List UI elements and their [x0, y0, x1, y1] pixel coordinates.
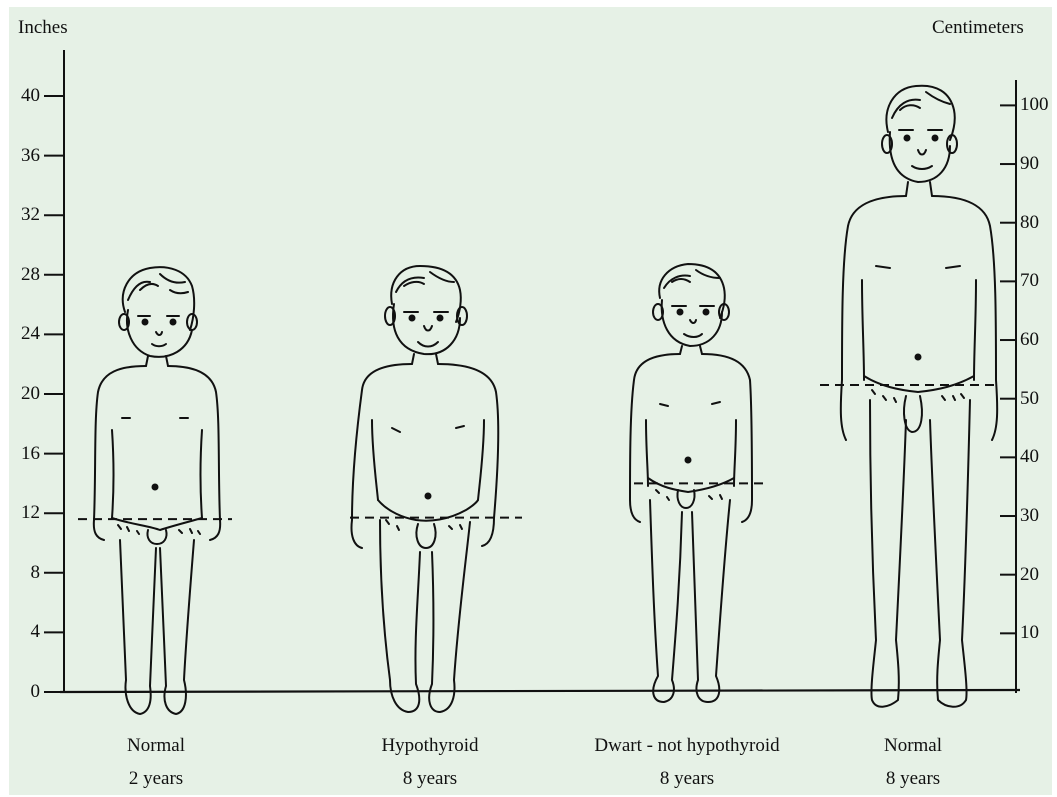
right-tick-label: 20	[1020, 564, 1039, 586]
caption-4-name: Normal	[783, 735, 1043, 757]
caption-2-name: Hypothyroid	[300, 735, 560, 757]
right-tick-label: 90	[1020, 153, 1039, 175]
figure-dwarf-8-years	[630, 264, 752, 702]
right-tick-label: 50	[1020, 388, 1039, 410]
left-tick-label: 36	[4, 145, 40, 167]
left-tick-label: 40	[4, 85, 40, 107]
left-tick-label: 28	[4, 264, 40, 286]
midpoint-lines	[78, 385, 994, 519]
right-axis-title: Centimeters	[932, 17, 1024, 39]
right-tick-label: 40	[1020, 446, 1039, 468]
left-tick-label: 12	[4, 502, 40, 524]
right-tick-label: 70	[1020, 270, 1039, 292]
right-tick-label: 60	[1020, 329, 1039, 351]
left-tick-label: 8	[4, 562, 40, 584]
caption-3-age: 8 years	[557, 768, 817, 790]
left-axis-title: Inches	[18, 17, 68, 39]
ground-baseline	[60, 690, 1020, 692]
caption-2-age: 8 years	[300, 768, 560, 790]
left-tick-label: 4	[4, 621, 40, 643]
right-tick-label: 10	[1020, 622, 1039, 644]
caption-4-age: 8 years	[783, 768, 1043, 790]
left-tick-label: 0	[4, 681, 40, 703]
right-tick-label: 30	[1020, 505, 1039, 527]
caption-1-name: Normal	[26, 735, 286, 757]
left-tick-label: 20	[4, 383, 40, 405]
figure-hypothyroid-8-years	[351, 266, 498, 712]
left-tick-label: 24	[4, 323, 40, 345]
caption-3-name: Dwart - not hypothyroid	[557, 735, 817, 757]
left-tick-marks	[44, 96, 64, 692]
figure-normal-2-years	[94, 267, 220, 714]
right-tick-label: 80	[1020, 212, 1039, 234]
right-tick-marks	[1000, 105, 1016, 633]
caption-1-age: 2 years	[26, 768, 286, 790]
left-tick-label: 32	[4, 204, 40, 226]
right-tick-label: 100	[1020, 94, 1049, 116]
figure-normal-8-years	[841, 86, 997, 707]
left-tick-label: 16	[4, 443, 40, 465]
